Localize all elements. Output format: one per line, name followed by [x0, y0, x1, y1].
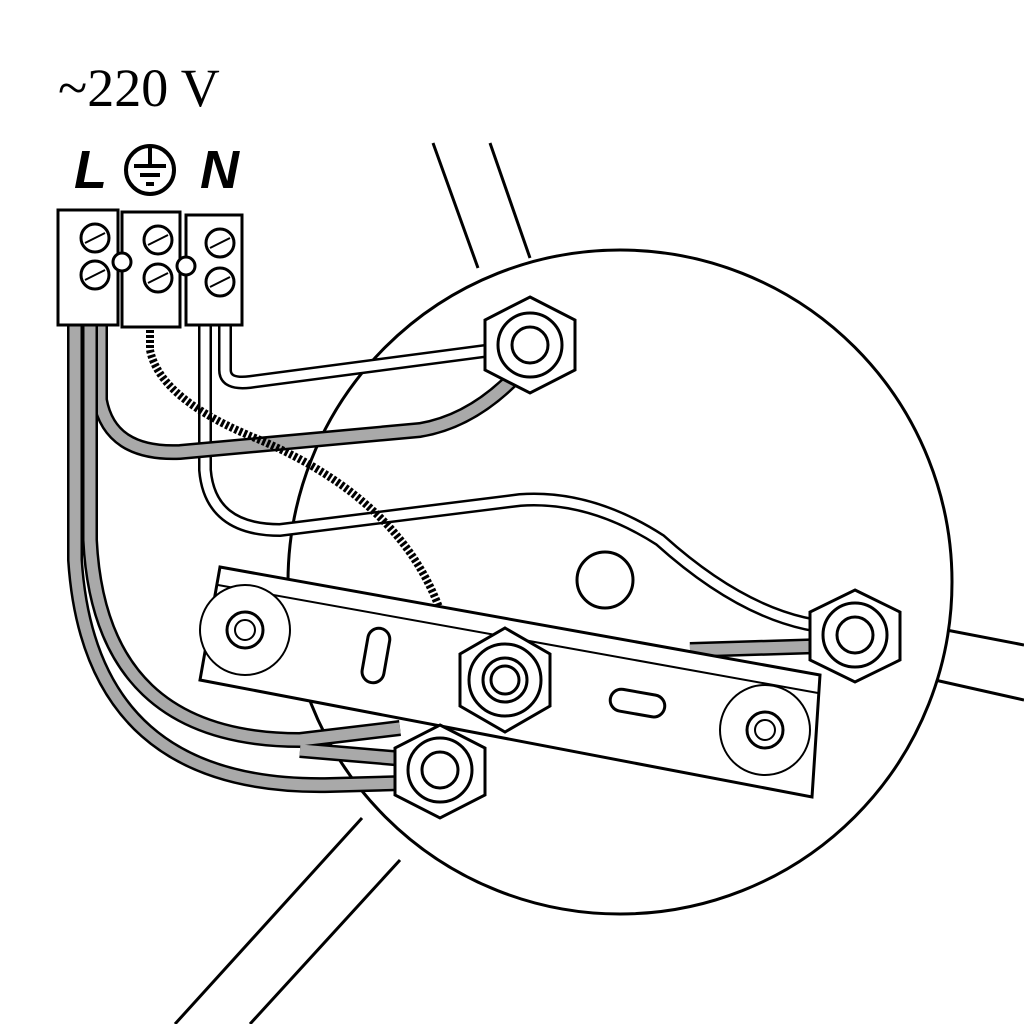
plate-hole: [575, 550, 635, 610]
phase-wires: [92, 325, 856, 658]
ground-icon: [124, 144, 176, 196]
center-nut: [458, 626, 552, 734]
voltage-label: ~220 V: [58, 58, 220, 118]
terminal-block: [56, 208, 244, 329]
neutral-label: N: [200, 140, 239, 200]
ceiling-beams: [173, 142, 1024, 1024]
bar-holes: [199, 584, 811, 776]
line-label: L: [74, 140, 107, 200]
neutral-wires: [198, 325, 851, 636]
earth-wire: [146, 325, 444, 612]
terminal-nuts: [393, 295, 902, 820]
